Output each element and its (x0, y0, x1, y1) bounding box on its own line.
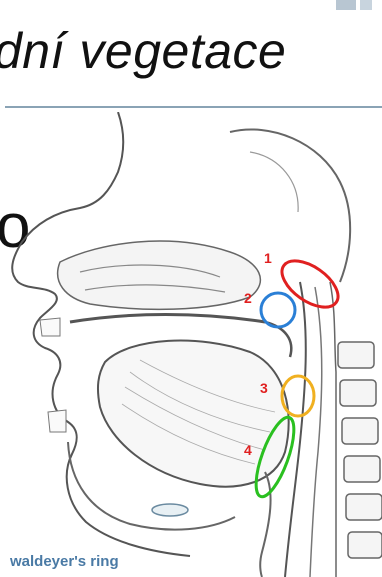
marker-label-1: 1 (264, 250, 272, 266)
pharyngeal-tonsil-marker (274, 252, 346, 317)
skull-base (230, 129, 350, 282)
figure-caption: waldeyer's ring (10, 553, 119, 570)
cervical-vertebrae (338, 342, 382, 558)
marker-label-2: 2 (244, 290, 252, 306)
tubal-tonsil-marker (261, 293, 295, 327)
marker-label-4: 4 (244, 442, 252, 458)
head-profile-outline (12, 112, 190, 556)
anatomy-illustration (0, 112, 382, 577)
corner-decoration (336, 0, 374, 12)
palatine-tonsil-marker (282, 376, 314, 416)
epiglottis (260, 472, 270, 577)
spinal-column-outline (330, 282, 336, 577)
title-divider (5, 106, 382, 108)
hard-palate (70, 315, 265, 323)
marker-label-3: 3 (260, 380, 268, 396)
upper-teeth (40, 318, 60, 336)
hyoid-bone (152, 504, 188, 516)
nasal-cavity (58, 241, 261, 309)
slide-title: dní vegetace (0, 22, 286, 80)
lower-teeth (48, 410, 66, 432)
